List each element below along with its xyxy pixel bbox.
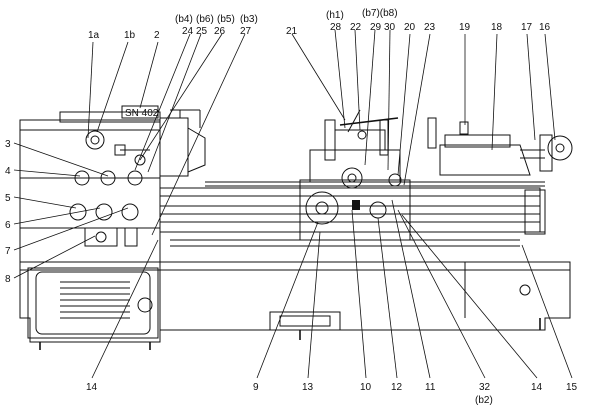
callout-b6: (b6) [196, 14, 214, 25]
callout-23: 23 [424, 22, 436, 33]
callout-24: 24 [182, 26, 194, 37]
callout-28: 28 [330, 22, 342, 33]
lathe-body [19, 109, 571, 350]
ventilation-grille [60, 281, 130, 319]
callout-6: 6 [5, 220, 11, 231]
callout-b3: (b3) [240, 14, 258, 25]
callout-9: 9 [253, 382, 259, 393]
callout-27: 27 [240, 26, 252, 37]
callout-8: 8 [5, 274, 11, 285]
callout-32: 32 [479, 382, 491, 393]
callout-19: 19 [459, 22, 471, 33]
callout-26: 26 [214, 26, 226, 37]
callout-30: 30 [384, 22, 396, 33]
callout-18: 18 [491, 22, 503, 33]
callout-11: 11 [425, 382, 436, 393]
callout-1a: 1a [88, 30, 100, 41]
callout-16: 16 [539, 22, 551, 33]
callout-7: 7 [5, 246, 11, 257]
headstock-controls [69, 130, 150, 247]
callout-14-left: 14 [86, 382, 98, 393]
callout-5: 5 [5, 193, 11, 204]
callout-17: 17 [521, 22, 533, 33]
apron-controls [305, 167, 402, 225]
callout-22: 22 [350, 22, 362, 33]
leader-lines [13, 29, 573, 379]
callout-14-right: 14 [531, 382, 543, 393]
callout-b2: (b2) [475, 395, 493, 406]
right-end-circle [519, 284, 531, 296]
callout-labels: 1a 1b 2 (b4) (b6) (b5) (b3) 24 25 26 27 … [5, 8, 578, 406]
callout-10: 10 [360, 382, 372, 393]
callout-20: 20 [404, 22, 416, 33]
callout-4: 4 [5, 166, 11, 177]
callout-3: 3 [5, 139, 11, 150]
callout-12: 12 [391, 382, 403, 393]
callout-21: 21 [286, 26, 298, 37]
name-plate-frame [121, 105, 159, 119]
callout-h1: (h1) [326, 10, 344, 21]
callout-b7-b8: (b7)(b8) [362, 8, 398, 19]
name-plate-text: SN 402 [125, 108, 159, 119]
callout-1b: 1b [124, 30, 136, 41]
callout-b4: (b4) [175, 14, 193, 25]
tailstock-handwheel [459, 121, 573, 161]
callout-15: 15 [566, 382, 578, 393]
callout-2: 2 [154, 30, 160, 41]
callout-29: 29 [370, 22, 382, 33]
tool-post [324, 109, 437, 161]
callout-13: 13 [302, 382, 314, 393]
callout-b5: (b5) [217, 14, 235, 25]
callout-25: 25 [196, 26, 208, 37]
spindle-cover-circle [137, 297, 153, 313]
